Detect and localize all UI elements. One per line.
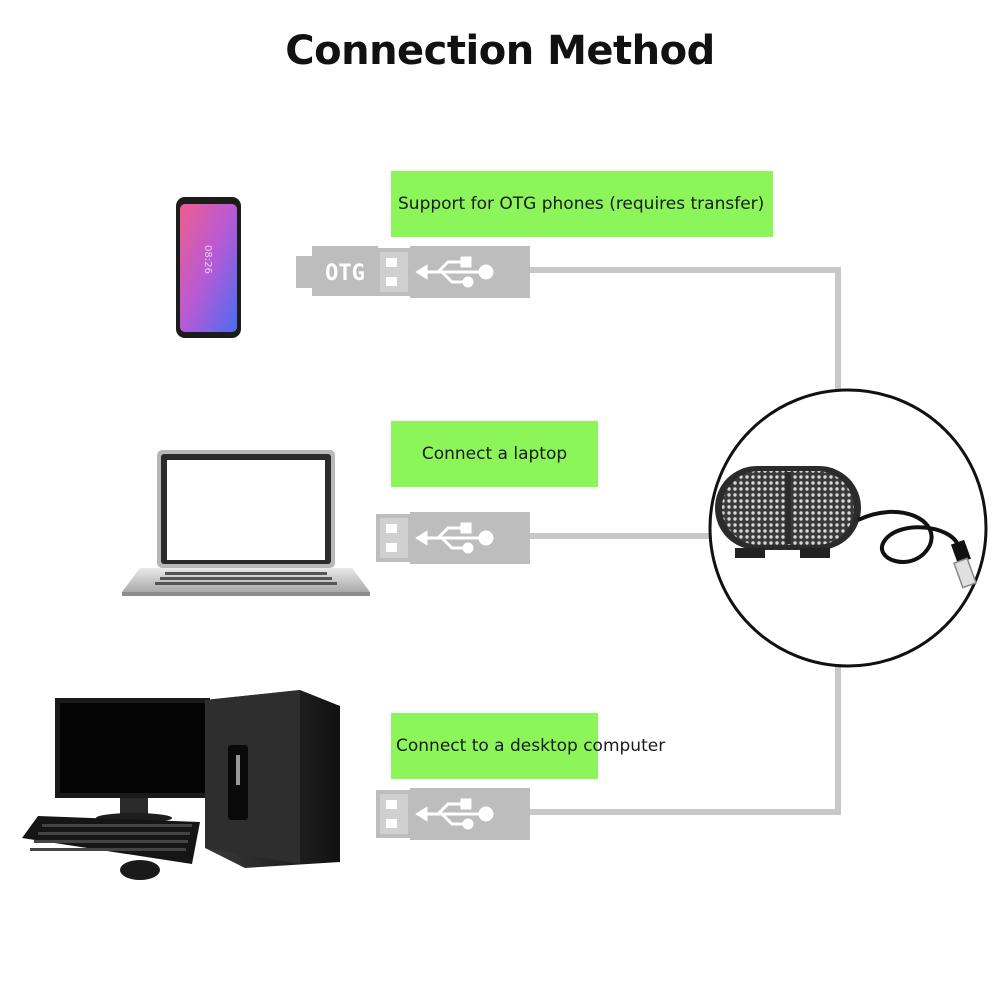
- laptop-label: Connect a laptop: [391, 421, 598, 487]
- laptop-image: [122, 450, 370, 596]
- phone-image: 08:26: [176, 197, 241, 338]
- otg-cable: [530, 267, 841, 395]
- otg-adapter-label: OTG: [325, 261, 365, 286]
- otg-phone-label: Support for OTG phones (requires transfe…: [391, 171, 773, 237]
- cable-lines: [530, 267, 841, 815]
- desktop-cable: [530, 662, 841, 815]
- otg-adapter-icon: [296, 246, 378, 296]
- page-title: Connection Method: [285, 28, 715, 74]
- desktop-computer-label: Connect to a desktop computer: [391, 713, 665, 779]
- svg-text:08:26: 08:26: [202, 245, 213, 274]
- desktop-computer-image: [22, 690, 340, 880]
- usb-symbol-icon: [415, 256, 494, 830]
- usb-speaker-image: [708, 388, 988, 668]
